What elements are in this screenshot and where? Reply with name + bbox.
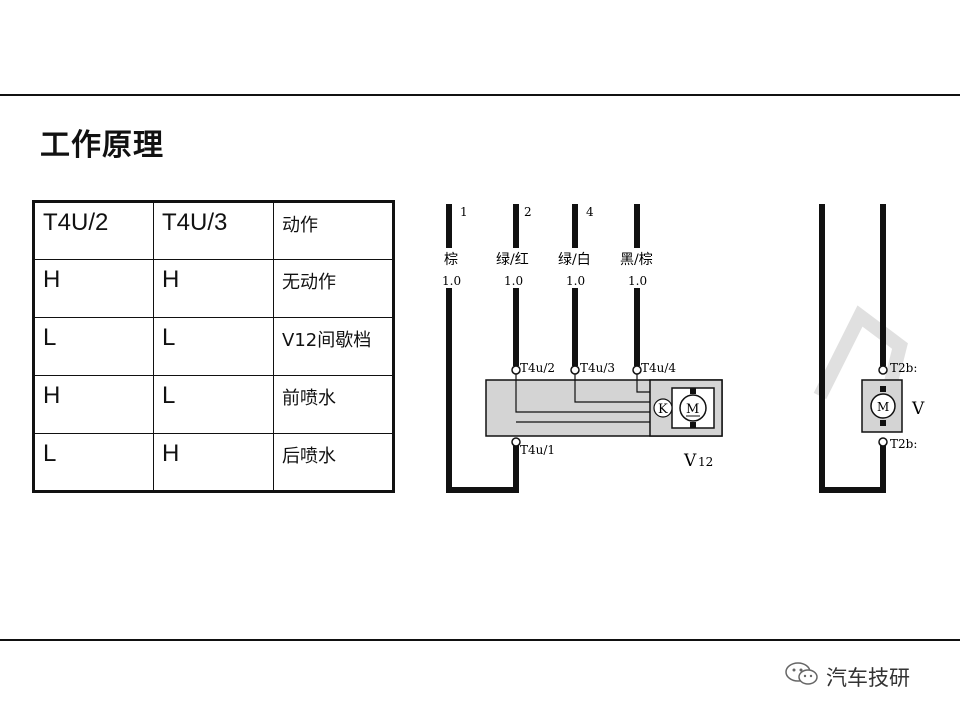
rear-connector-label: T2b: xyxy=(890,361,917,375)
table-cell: H xyxy=(153,259,274,318)
component-label: V xyxy=(683,451,697,471)
table-row: L L V12间歇档 xyxy=(33,317,394,376)
footer-brand-text: 汽车技研 xyxy=(826,665,910,690)
table-cell: L xyxy=(33,433,154,492)
wire-gauge-label: 1.0 xyxy=(628,274,647,288)
relay-symbol: K xyxy=(658,402,668,417)
rear-motor-box: M xyxy=(861,379,903,433)
wire-gauge-label: 1.0 xyxy=(566,274,585,288)
rear-connector-pins xyxy=(878,365,888,447)
table-cell: H xyxy=(33,259,154,318)
bottom-rule xyxy=(0,639,960,641)
pin-number: 2 xyxy=(524,205,532,219)
ground-loop xyxy=(446,204,519,493)
slide-title: 工作原理 xyxy=(40,128,164,163)
table-header-row: T4U/2 T4U/3 动作 xyxy=(33,201,394,260)
footer-brand: 汽车技研 xyxy=(784,660,910,693)
table-cell: H xyxy=(153,433,274,492)
rear-connector-label: T2b: xyxy=(890,437,917,451)
pin-number: 1 xyxy=(460,205,468,219)
table-cell: 后喷水 xyxy=(273,433,394,492)
table-cell: L xyxy=(33,317,154,376)
table-cell: L xyxy=(153,375,274,434)
wire-color-label: 棕 xyxy=(444,252,458,268)
relay-icon: K xyxy=(653,398,673,418)
header-cell: 动作 xyxy=(273,201,394,260)
connector-label: T4u/3 xyxy=(580,361,615,375)
table-cell: L xyxy=(153,317,274,376)
table-cell: 前喷水 xyxy=(273,375,394,434)
wiper-circuit-diagram: 1 2 4 棕 1.0 绿/红 1.0 绿/白 1.0 黑/棕 1.0 T4u/… xyxy=(440,204,925,493)
wechat-icon xyxy=(784,660,820,693)
wire-color-label: 绿/白 xyxy=(558,252,591,268)
wire-gauge-label: 1.0 xyxy=(442,274,461,288)
table-row: L H 后喷水 xyxy=(33,433,394,492)
wiper-module-box xyxy=(485,379,723,437)
rear-circuit-loop xyxy=(819,204,886,493)
rear-component-label: V xyxy=(911,399,925,419)
wire-color-label: 黑/棕 xyxy=(620,252,653,268)
table-row: H L 前喷水 xyxy=(33,375,394,434)
pin-number: 4 xyxy=(586,205,594,219)
wire-labels: 棕 1.0 绿/红 1.0 绿/白 1.0 黑/棕 1.0 xyxy=(440,248,658,288)
wire-color-label: 绿/红 xyxy=(496,252,529,268)
motor-symbol: M xyxy=(686,402,699,417)
table-cell: 无动作 xyxy=(273,259,394,318)
header-cell: T4U/2 xyxy=(33,201,154,260)
table-cell: V12间歇档 xyxy=(273,317,394,376)
internal-traces xyxy=(515,374,650,423)
rear-motor-symbol: M xyxy=(877,400,889,414)
wire-gauge-label: 1.0 xyxy=(504,274,523,288)
header-cell: T4U/3 xyxy=(153,201,274,260)
table-cell: H xyxy=(33,375,154,434)
motor-icon: M xyxy=(679,388,707,428)
component-label-sub: 12 xyxy=(698,455,713,469)
connector-label: T4u/4 xyxy=(641,361,676,375)
table-row: H H 无动作 xyxy=(33,259,394,318)
top-rule xyxy=(0,94,960,96)
truth-table: T4U/2 T4U/3 动作 H H 无动作 L L V12间歇档 H L 前喷… xyxy=(32,200,395,493)
connector-label: T4u/2 xyxy=(520,361,555,375)
connector-label: T4u/1 xyxy=(520,443,555,457)
